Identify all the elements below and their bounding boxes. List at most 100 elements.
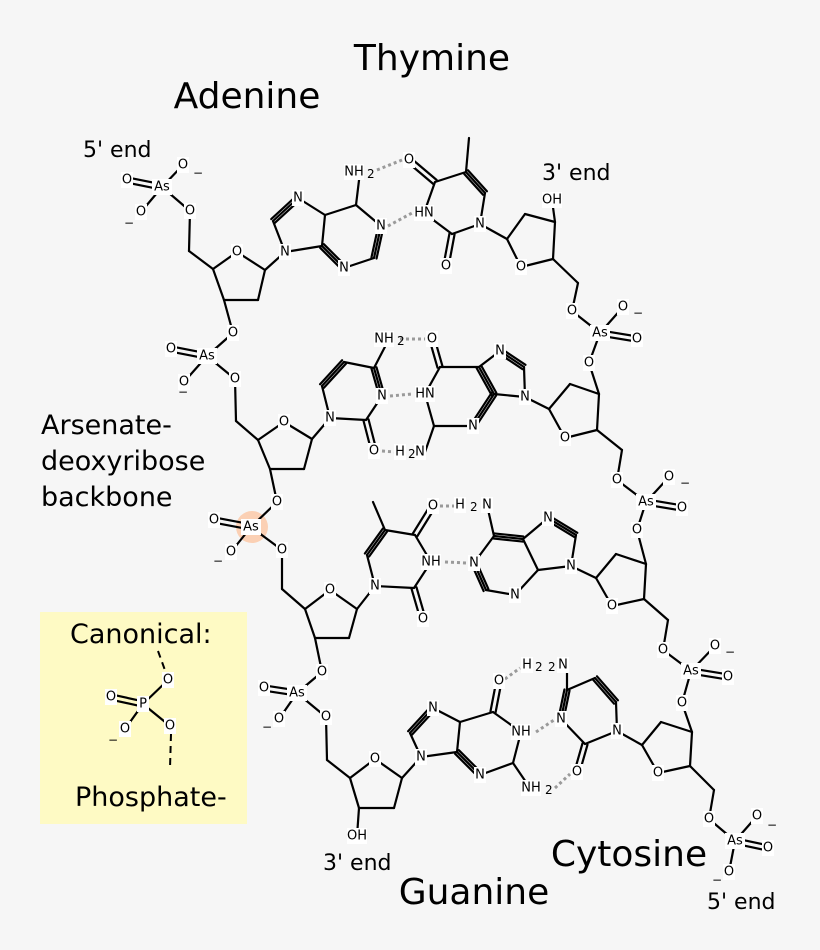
atom-halo [376, 388, 388, 404]
bond [464, 136, 471, 174]
atom-halo [467, 418, 479, 434]
atom-halo [121, 172, 133, 188]
atom-halo [440, 258, 452, 274]
atom-halo [725, 833, 745, 849]
bond [347, 607, 359, 640]
double-bond [318, 359, 344, 386]
atom-halo [184, 203, 196, 219]
bond [477, 365, 496, 396]
negative-charge: − [124, 216, 134, 230]
adenine-label: Adenine [174, 76, 321, 117]
bond [640, 720, 663, 747]
atom-halo [320, 709, 332, 725]
arsenic-atom: As [638, 495, 654, 510]
double-bond [368, 530, 389, 558]
atom-halo [657, 642, 669, 658]
hydroxyl-group: OH [542, 193, 562, 208]
atom-halo [324, 410, 336, 426]
atom-halo [324, 582, 336, 598]
bond [303, 607, 317, 640]
bond [348, 776, 361, 810]
backbone-label-line1: Arsenate- [41, 410, 172, 441]
atom-halo [316, 664, 328, 680]
arsenic-atom: As [199, 349, 215, 364]
nitrogen-atom: N [428, 701, 438, 716]
nitrogen-atom: N [377, 389, 387, 404]
oxygen-atom: O [704, 812, 714, 827]
oxygen-atom: O [317, 665, 327, 680]
double-bond [595, 675, 620, 702]
atom-halo [421, 554, 441, 570]
atom-halo [663, 469, 675, 485]
atom-halo [276, 542, 288, 558]
bond [302, 437, 314, 471]
bond [211, 267, 226, 302]
atom-halo [415, 749, 427, 765]
hydrogen-bonds [376, 158, 572, 790]
double-bond [462, 172, 485, 196]
negative-charge: − [633, 306, 643, 320]
bond [614, 552, 648, 566]
bond [464, 170, 487, 195]
imino-group: HN [414, 206, 434, 221]
oxygen-atom: O [664, 470, 674, 485]
ring-oxygen: O [279, 415, 289, 430]
atom-halo [426, 331, 438, 347]
amine-nitrogen: N [415, 445, 425, 460]
oxygen-atom: O [658, 643, 668, 658]
guanine-label: Guanine [399, 872, 550, 913]
oxygen-atom: O [228, 326, 238, 341]
atom-halo [493, 673, 505, 689]
oxygen-atom: O [209, 513, 219, 528]
atom-halo [559, 430, 571, 446]
carbonyl-oxygen: O [572, 765, 582, 780]
atom-halo [369, 751, 381, 767]
atom-halo [225, 544, 237, 560]
atom-halo [415, 386, 435, 402]
atom-halo [105, 689, 117, 705]
negative-charge: − [193, 166, 203, 180]
amine-hydrogen: H [522, 658, 532, 673]
oxygen-atom: O [226, 545, 236, 560]
nitrogen-atom: N [520, 390, 530, 405]
oxygen-atom: O [277, 543, 287, 558]
nitrogen-atom: N [612, 724, 622, 739]
nitrogen-atom: N [510, 588, 520, 603]
atom-halo [278, 414, 290, 430]
atom-halo [241, 519, 261, 535]
carbonyl-oxygen: O [441, 259, 451, 274]
atom-halo [374, 331, 394, 347]
bond [492, 534, 525, 541]
bond [593, 676, 618, 704]
oxygen-atom: O [677, 501, 687, 516]
bond [551, 220, 557, 261]
arsenic-atom: As [683, 664, 699, 679]
oxygen-atom: O [179, 375, 189, 390]
bond [642, 597, 670, 622]
double-bond [492, 537, 524, 543]
bond [342, 360, 376, 370]
atom-halo [394, 444, 406, 460]
atom-halo [338, 260, 350, 276]
atom-halo [519, 389, 531, 405]
arsenic-atom: As [154, 180, 170, 195]
atom-halo [481, 497, 493, 513]
bond [383, 528, 417, 537]
atom-halo [208, 512, 220, 528]
atom-halo [178, 374, 190, 390]
atom-halo [417, 611, 429, 627]
atom-halo [177, 157, 189, 173]
atom-halo [369, 578, 381, 594]
atom-halo [273, 711, 285, 727]
nitrogen-atom: N [370, 579, 380, 594]
atom-halo [606, 598, 618, 614]
atom-halo [414, 444, 426, 460]
double-bond [591, 678, 616, 705]
arsenic-atom: As [289, 686, 305, 701]
ring-oxygen: O [370, 752, 380, 767]
atom-halo [652, 765, 664, 781]
ring-oxygen: O [325, 583, 335, 598]
bond [523, 212, 557, 224]
